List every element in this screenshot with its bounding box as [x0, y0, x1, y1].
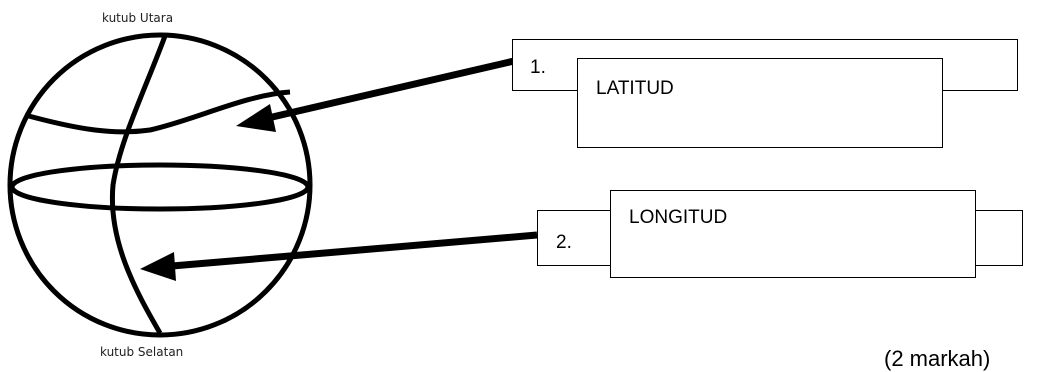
answer-number-2: 2.	[556, 232, 572, 253]
equator-ellipse	[9, 162, 311, 212]
arrow-2	[140, 231, 538, 281]
answer-text-2: LONGITUD	[629, 207, 728, 228]
arrow-1	[236, 57, 515, 132]
longitude-line	[109, 35, 168, 335]
latitude-line	[24, 89, 291, 135]
answer-box-2[interactable]	[610, 190, 976, 278]
answer-text-1: LATITUD	[596, 78, 674, 99]
globe-outline	[7, 32, 313, 338]
answer-number-1: 1.	[530, 57, 546, 78]
answer-box-1[interactable]	[577, 58, 943, 148]
south-pole-label: kutub Selatan	[100, 345, 184, 359]
north-pole-label: kutub Utara	[102, 11, 174, 25]
marks-label: (2 markah)	[884, 346, 991, 371]
